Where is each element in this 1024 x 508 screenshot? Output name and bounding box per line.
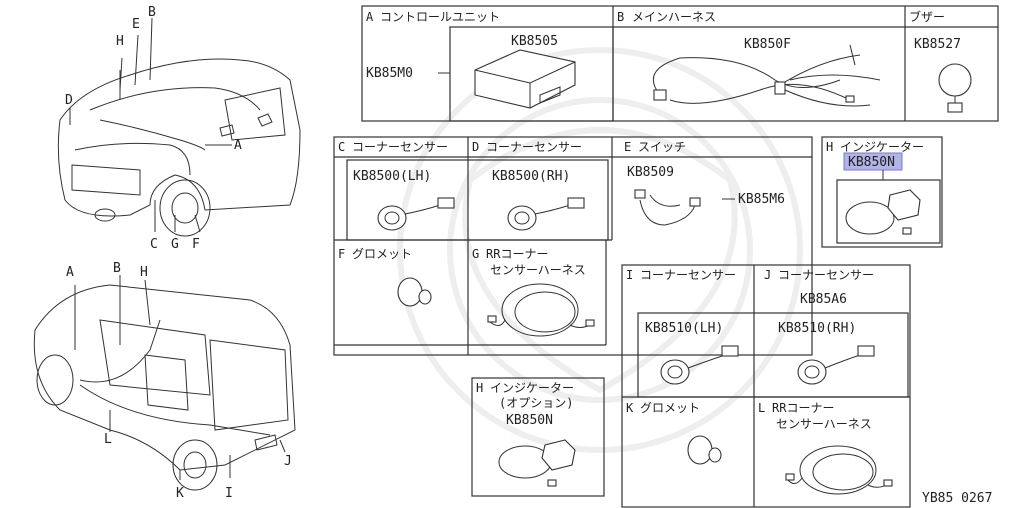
grommet-k-part bbox=[687, 435, 722, 465]
front-vehicle-illustration bbox=[57, 17, 301, 237]
callout-J-rear: J bbox=[284, 454, 292, 469]
rr-harness-g-part bbox=[487, 283, 595, 337]
part-highlight bbox=[843, 152, 903, 171]
callout-A-front: A bbox=[234, 138, 242, 153]
panel-D-letter: D bbox=[472, 140, 479, 154]
panel-A-ref: KB85M0 bbox=[366, 66, 413, 81]
watermark-emblem bbox=[397, 47, 803, 453]
callout-E-front: E bbox=[132, 17, 140, 32]
panel-F-letter: F bbox=[338, 247, 345, 261]
panel-indicator-h-option: H インジケーター (オプション) KB850N bbox=[471, 377, 605, 497]
corner-sensor-c-part bbox=[377, 197, 455, 231]
grommet-f-part bbox=[397, 277, 432, 307]
panel-H1-letter: H bbox=[826, 140, 833, 154]
panel-indicator-h: H インジケーター KB850N bbox=[821, 136, 943, 248]
panel-H2-title2: (オプション) bbox=[499, 396, 573, 410]
panel-group-middle: C コーナーセンサー KB8500(LH) D コーナーセンサー KB8500(… bbox=[333, 136, 813, 356]
control-unit-part bbox=[474, 49, 576, 109]
panel-D-title: コーナーセンサー bbox=[486, 140, 582, 154]
panel-group-top: A コントロールユニット KB8505 KB85M0 B メインハーネス KB8… bbox=[361, 5, 999, 122]
corner-sensor-d-part bbox=[507, 197, 585, 231]
panel-E-title: スイッチ bbox=[638, 140, 686, 154]
rear-vehicle-illustration bbox=[33, 275, 296, 491]
panel-F-title: グロメット bbox=[352, 247, 412, 261]
indicator-h1-part bbox=[845, 189, 921, 235]
indicator-h2-part bbox=[498, 439, 576, 487]
panel-H2-title1: インジケーター bbox=[490, 381, 574, 395]
panel-L-letter: L bbox=[758, 401, 765, 415]
panel-K-letter: K bbox=[626, 401, 634, 415]
panel-H2-letter: H bbox=[476, 381, 483, 395]
panel-H2-part: KB850N bbox=[506, 413, 553, 428]
corner-sensor-i-part bbox=[660, 345, 739, 385]
panel-buzzer-title: ブザー bbox=[909, 9, 945, 24]
panel-B-part: KB850F bbox=[744, 37, 791, 52]
buzzer-part bbox=[938, 63, 972, 113]
panel-H1-title: インジケーター bbox=[840, 140, 924, 154]
panel-L-title2: センサーハーネス bbox=[776, 417, 872, 431]
switch-part bbox=[634, 189, 701, 226]
panel-L-title1: RRコーナー bbox=[772, 401, 834, 415]
panel-A-title: コントロールユニット bbox=[380, 10, 500, 24]
callout-I-rear: I bbox=[225, 486, 233, 501]
panel-J-part: KB8510(RH) bbox=[778, 321, 856, 336]
callout-L-rear: L bbox=[104, 432, 112, 447]
panel-G-title1: RRコーナー bbox=[486, 247, 548, 261]
panel-K-title: グロメット bbox=[640, 401, 700, 415]
panel-H1-part: KB850N bbox=[848, 155, 895, 170]
callout-D-front: D bbox=[65, 93, 73, 108]
callout-C-front: C bbox=[150, 237, 158, 252]
panel-E-part: KB8509 bbox=[627, 165, 674, 180]
panel-B-letter: B bbox=[617, 10, 624, 24]
panel-I-letter: I bbox=[626, 268, 633, 282]
panel-A-letter: A bbox=[366, 10, 374, 24]
panel-B-title: メインハーネス bbox=[632, 10, 716, 24]
panel-G-letter: G bbox=[472, 247, 479, 261]
corner-sensor-j-part bbox=[797, 345, 875, 385]
panel-C-part: KB8500(LH) bbox=[353, 169, 431, 184]
rear-callout-letters: A B H L K I J bbox=[66, 261, 292, 501]
callout-G-front: G bbox=[171, 237, 179, 252]
panel-J-letter: J bbox=[764, 268, 771, 282]
panel-C-title: コーナーセンサー bbox=[352, 140, 448, 154]
front-callout-letters: B E H D A C G F bbox=[65, 5, 242, 252]
panel-J-ref: KB85A6 bbox=[800, 292, 847, 307]
callout-A-rear: A bbox=[66, 265, 74, 280]
panel-D-part: KB8500(RH) bbox=[492, 169, 570, 184]
rr-harness-l-part bbox=[785, 445, 893, 495]
panel-E-ref: KB85M6 bbox=[738, 192, 785, 207]
panel-group-lower-right: I コーナーセンサー KB8510(LH) J コーナーセンサー KB85A6 … bbox=[621, 264, 911, 508]
callout-K-rear: K bbox=[176, 486, 184, 501]
panel-G-title2: センサーハーネス bbox=[490, 263, 586, 277]
panel-A-part: KB8505 bbox=[511, 34, 558, 49]
panel-I-title: コーナーセンサー bbox=[640, 268, 736, 282]
callout-H-rear: H bbox=[140, 265, 148, 280]
panel-J-title: コーナーセンサー bbox=[778, 268, 874, 282]
panel-I-part: KB8510(LH) bbox=[645, 321, 723, 336]
main-harness-part bbox=[652, 44, 881, 107]
callout-B-front: B bbox=[148, 5, 156, 20]
panel-E-letter: E bbox=[624, 140, 631, 154]
callout-F-front: F bbox=[192, 237, 200, 252]
panel-C-letter: C bbox=[338, 140, 345, 154]
callout-H-front: H bbox=[116, 34, 124, 49]
callout-B-rear: B bbox=[113, 261, 121, 276]
panel-buzzer-part: KB8527 bbox=[914, 37, 961, 52]
diagram-code: YB85 0267 bbox=[922, 491, 992, 506]
